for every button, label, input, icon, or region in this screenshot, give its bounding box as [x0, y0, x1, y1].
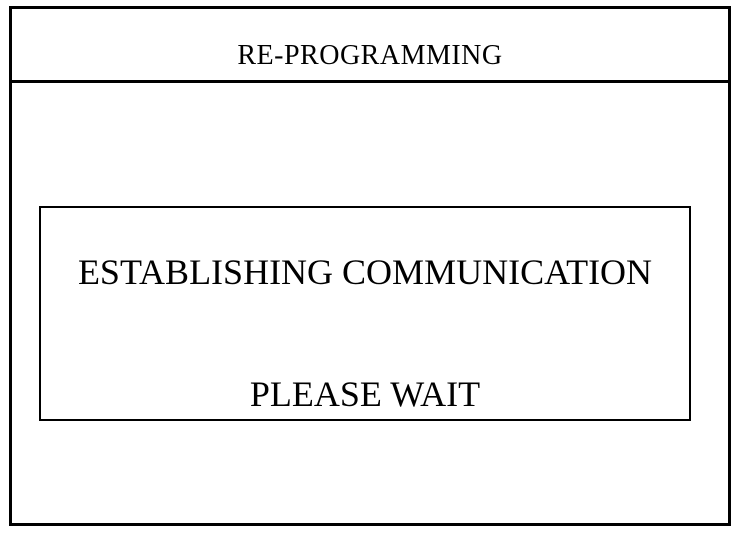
communication-status-message: ESTABLISHING COMMUNICATION [77, 252, 653, 292]
title-bar: RE-PROGRAMMING [12, 9, 728, 83]
screen-title: RE-PROGRAMMING [237, 40, 503, 71]
please-wait-message: PLEASE WAIT [249, 374, 481, 414]
status-message-box: ESTABLISHING COMMUNICATION PLEASE WAIT [39, 206, 691, 421]
reprogramming-screen: RE-PROGRAMMING ESTABLISHING COMMUNICATIO… [9, 6, 731, 526]
